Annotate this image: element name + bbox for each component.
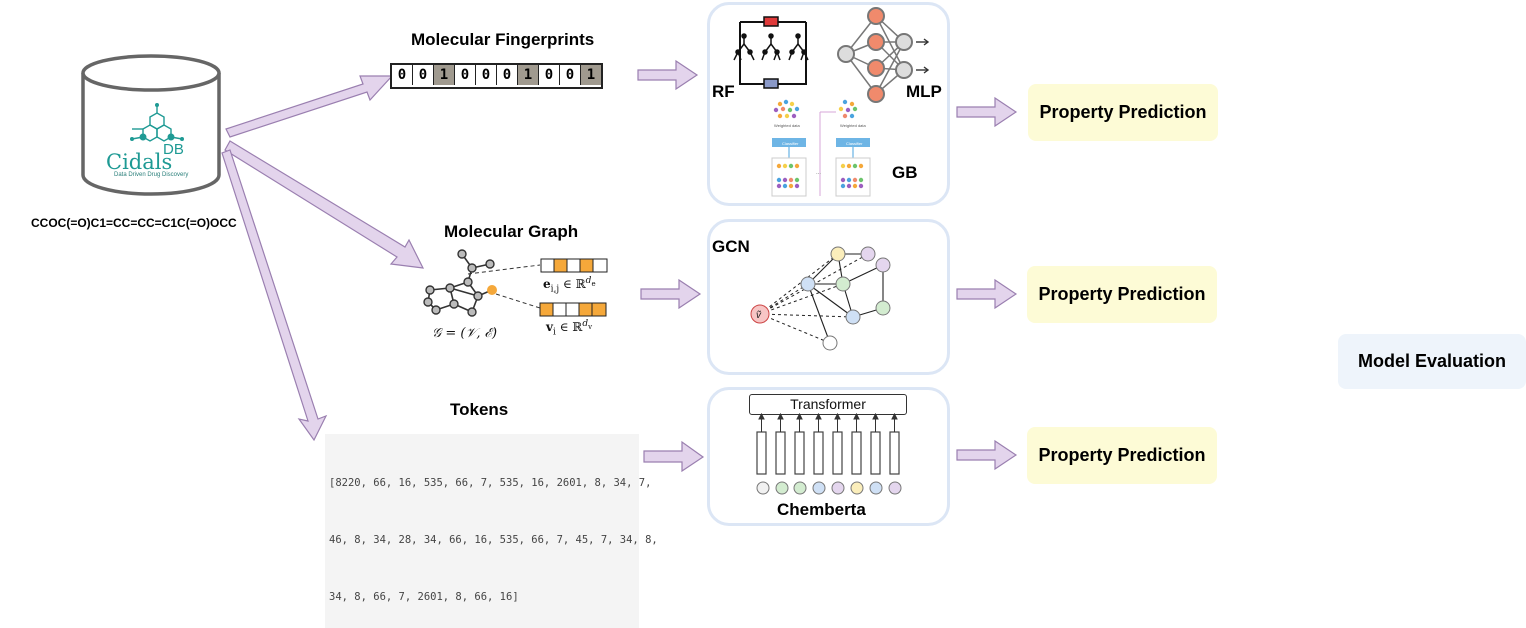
- fingerprint-bit: 0: [497, 65, 518, 85]
- gradient-boosting-icon: Weighted data Weighted data Classifier C…: [771, 99, 871, 197]
- arrow-db-to-graph: [224, 140, 425, 269]
- mlp-network-icon: [837, 7, 930, 103]
- arrow-db-to-fingerprints: [225, 75, 394, 138]
- property-prediction-box-1: Property Prediction: [1028, 84, 1218, 141]
- mlp-label: MLP: [906, 82, 942, 101]
- edge-feature-dim-subscript: e: [591, 279, 596, 288]
- arrow-fp-to-models: [637, 59, 699, 91]
- database-cylinder: [81, 54, 221, 196]
- db-tagline: Data Driven Drug Discovery: [114, 172, 189, 178]
- gcn-illustration: ṽ: [750, 246, 891, 351]
- edge-feature-set: ∈ ℝ: [563, 277, 586, 291]
- edge-feature-label: ei,j ∈ ℝde: [543, 276, 596, 294]
- edge-feature-dim: d: [585, 276, 592, 286]
- fingerprint-bit: 0: [539, 65, 560, 85]
- arrow-transformer-to-prediction-3: [956, 439, 1018, 471]
- fingerprint-bit: 0: [476, 65, 497, 85]
- gb-ellipsis: ...: [816, 170, 821, 176]
- chemberta-label: Chemberta: [777, 500, 866, 519]
- transformer-block: Transformer: [749, 394, 907, 415]
- arrow-gcn-to-prediction-2: [956, 278, 1018, 310]
- graph-title: Molecular Graph: [444, 222, 579, 241]
- edge-feature-subscript: i,j: [550, 284, 560, 295]
- node-feature-dim: d: [582, 319, 589, 329]
- tokens-title: Tokens: [450, 400, 509, 419]
- token-line: 34, 8, 66, 7, 2601, 8, 66, 16]: [329, 591, 519, 603]
- arrow-db-to-tokens: [221, 149, 328, 442]
- edge-feature-vector: [540, 258, 608, 273]
- gb-panel-left-label: Weighted data: [774, 123, 800, 128]
- node-feature-label: vi ∈ ℝdv: [546, 319, 592, 337]
- gb-classifier-right-label: Classifier: [846, 141, 863, 146]
- node-feature-vector: [539, 302, 607, 317]
- random-forest-icon: [733, 16, 809, 89]
- fingerprint-bit: 1: [518, 65, 539, 85]
- arrows-layer: [221, 59, 1018, 473]
- token-sequence: [8220, 66, 16, 535, 66, 7, 535, 16, 2601…: [325, 434, 658, 628]
- gb-classifier-left-label: Classifier: [782, 141, 799, 146]
- transformer-model-box: [707, 387, 950, 526]
- token-line: 46, 8, 34, 28, 34, 66, 16, 535, 66, 7, 4…: [329, 534, 658, 546]
- edge-feature-symbol: e: [543, 277, 551, 291]
- molecular-graph-illustration: [423, 249, 541, 317]
- node-feature-dim-subscript: v: [588, 322, 593, 331]
- property-prediction-box-2: Property Prediction: [1027, 266, 1217, 323]
- transformer-token-columns: [756, 413, 902, 495]
- property-prediction-box-3: Property Prediction: [1027, 427, 1217, 484]
- gb-panel-right-label: Weighted data: [840, 123, 866, 128]
- smiles-string: CCOC(=O)C1=CC=CC=C1C(=O)OCC: [31, 216, 237, 230]
- graph-formula: 𝒢 = (𝒱, ℰ): [432, 326, 498, 341]
- fingerprint-bit: 1: [434, 65, 455, 85]
- arrow-models-to-prediction-1: [956, 96, 1018, 128]
- fingerprints-title: Molecular Fingerprints: [411, 30, 595, 49]
- fingerprint-bit: 1: [581, 65, 601, 85]
- rf-label: RF: [712, 82, 735, 101]
- model-evaluation-box: Model Evaluation: [1338, 334, 1526, 389]
- node-feature-subscript: i: [552, 327, 556, 338]
- gb-label: GB: [892, 163, 918, 182]
- fingerprint-bit: 0: [413, 65, 434, 85]
- fingerprint-bit: 0: [560, 65, 581, 85]
- arrow-tokens-to-transformer: [643, 440, 705, 473]
- gcn-center-node-label: ṽ: [756, 310, 762, 321]
- token-line: [8220, 66, 16, 535, 66, 7, 535, 16, 2601…: [329, 477, 652, 489]
- fingerprint-bit: 0: [392, 65, 413, 85]
- node-feature-set: ∈ ℝ: [559, 320, 583, 334]
- fingerprint-bit: 0: [455, 65, 476, 85]
- arrow-graph-to-gcn: [640, 278, 702, 310]
- db-logo-superscript: DB: [163, 141, 184, 158]
- fingerprint-bit-vector: 0 0 1 0 0 0 1 0 0 1: [390, 63, 603, 89]
- node-feature-symbol: v: [546, 320, 553, 334]
- db-logo-name: Cidals: [106, 150, 173, 174]
- gcn-label: GCN: [712, 237, 750, 256]
